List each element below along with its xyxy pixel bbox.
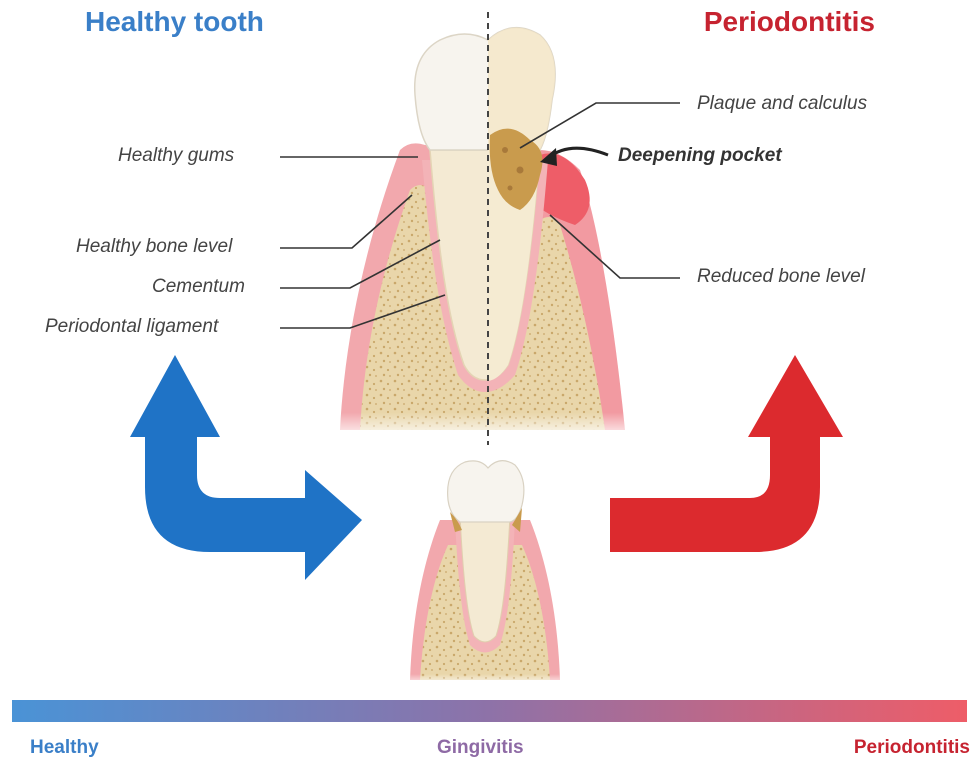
large-tooth-illustration: [330, 28, 640, 440]
arrow-to-periodontitis: [610, 355, 843, 552]
label-reduced-bone-level: Reduced bone level: [697, 266, 865, 288]
small-tooth-illustration: [405, 461, 565, 685]
severity-scale-bar: [12, 700, 967, 722]
scale-label-healthy: Healthy: [30, 737, 99, 759]
label-cementum: Cementum: [152, 276, 245, 298]
scale-label-periodontitis: Periodontitis: [854, 737, 970, 759]
label-periodontal-ligament: Periodontal ligament: [45, 316, 218, 338]
scale-label-gingivitis: Gingivitis: [437, 737, 524, 759]
small-crown: [448, 461, 524, 522]
label-healthy-bone-level: Healthy bone level: [76, 236, 232, 258]
label-healthy-gums: Healthy gums: [118, 145, 234, 167]
arrow-to-healthy: [130, 355, 362, 580]
label-plaque-calculus: Plaque and calculus: [697, 93, 867, 115]
label-deepening-pocket: Deepening pocket: [618, 145, 782, 167]
